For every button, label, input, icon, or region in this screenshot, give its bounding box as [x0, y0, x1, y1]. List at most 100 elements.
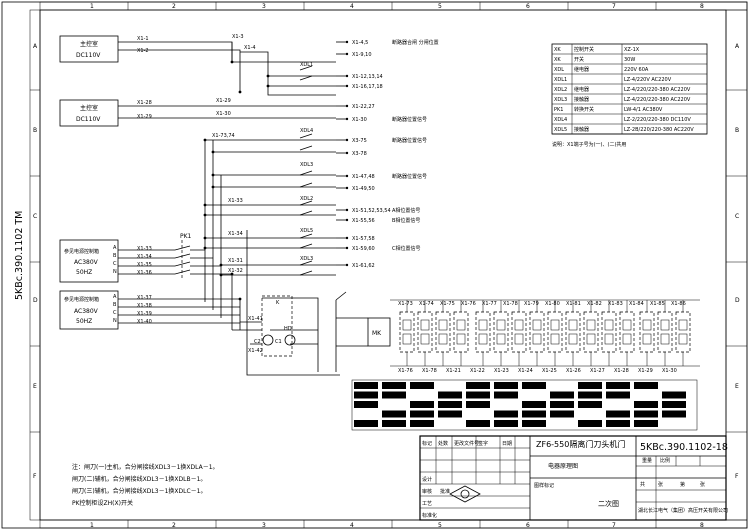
- wiring-table-cell: [634, 410, 658, 418]
- table-cell: XK: [554, 57, 561, 63]
- top-ruler: [39, 1, 748, 11]
- relay-label: XDL5: [300, 228, 313, 234]
- title-block-label: 工艺: [422, 501, 432, 507]
- strip-terminal-label: X1-30: [662, 368, 677, 374]
- drawing-subtitle: 二次图: [598, 499, 619, 508]
- wiring-table-cell: [466, 382, 490, 389]
- wire-junction: [203, 138, 207, 142]
- strip-terminal-label: X1-75: [440, 301, 455, 307]
- terminal-strip: [493, 300, 509, 366]
- motor-part: HD: [284, 326, 292, 332]
- terminal-strip: [583, 300, 599, 366]
- wiring-table-cell: [354, 420, 378, 427]
- col-number: 6: [526, 3, 530, 10]
- relay-label: XDL3: [300, 162, 313, 168]
- wiring-table-cell: [438, 401, 462, 408]
- ruler-ticks: [30, 2, 747, 528]
- mk-box: [367, 317, 391, 347]
- wiring-table-cell: [410, 420, 434, 427]
- terminal-strip: [399, 300, 415, 366]
- wire-junction: [238, 90, 242, 94]
- wiring-table-cell: [578, 382, 602, 389]
- wiring-table-cell: [410, 382, 434, 389]
- row-letters: A B C D E F A B C D E F: [33, 43, 740, 480]
- col-number: 2: [172, 522, 176, 529]
- table-cell: PK1: [554, 107, 563, 113]
- terminal-label: X1-30: [216, 111, 231, 117]
- terminal-label: X1-34: [228, 231, 243, 237]
- output-terminal: X1-55,56: [352, 218, 375, 224]
- col-number: 5: [438, 522, 442, 529]
- title-block-label: 共: [640, 481, 645, 488]
- strip-terminal-label: X1-86: [671, 301, 686, 307]
- strip-terminal-label: X1-73: [398, 301, 413, 307]
- table-cell: 开关: [574, 56, 584, 63]
- terminal-label: X1-31: [228, 258, 243, 264]
- wiring-table-cell: [382, 382, 406, 389]
- strip-terminal-label: X1-80: [545, 301, 560, 307]
- column-numbers: 1 2 3 4 5 6 7 8 1 2 3 4 5 6 7 8: [90, 3, 704, 529]
- source-box-4: 参见电源控制箱 AC380V 50HZ A B C N: [59, 290, 119, 330]
- output-terminal: X1-47,48: [352, 174, 375, 180]
- strip-terminal-label: X1-76: [461, 301, 476, 307]
- output-description: A相位置信号: [392, 207, 420, 214]
- wiring-table-cell: [494, 410, 518, 418]
- switch-label: PK1: [180, 233, 192, 240]
- terminal-label: X1-41: [248, 316, 263, 322]
- wiring-table-cell: [494, 391, 518, 399]
- terminal-label: X1-35: [137, 262, 152, 268]
- wire-junction: [203, 203, 207, 207]
- terminal-label: X1-40: [137, 319, 152, 325]
- row-letter: E: [735, 383, 739, 390]
- output-description: B相位置信号: [392, 217, 420, 224]
- table-cell: XDL1: [554, 77, 567, 83]
- table-cell: 220V 60A: [624, 67, 649, 73]
- wiring-table-cell: [522, 420, 546, 427]
- output-row: X1-61,62: [336, 263, 375, 269]
- strip-terminal-label: X1-77: [482, 301, 497, 307]
- wiring-table-cell: [662, 391, 686, 399]
- wire-junction: [211, 185, 215, 189]
- wire-junction: [238, 297, 242, 301]
- title-block-label: 张: [700, 481, 705, 488]
- wiring-table-cell: [522, 401, 546, 408]
- table-cell: 接触器: [574, 126, 589, 133]
- source-terminals: X1-1 X1-2 X1-28 X1-29 X1-33 X1-34 X1-35 …: [137, 36, 152, 325]
- row-letter: F: [735, 473, 739, 480]
- row-letter: C: [735, 213, 739, 220]
- wiring-table-cell: [354, 382, 378, 389]
- cap-label: C1: [275, 339, 282, 345]
- strip-terminal-label: X1-26: [566, 368, 581, 374]
- wiring-table-cell: [410, 401, 434, 408]
- bus-terminals: X1-3 X1-4 X1-29 X1-30 X1-73,74 X1-33 X1-…: [212, 34, 263, 354]
- output-terminal: X1-22,27: [352, 104, 375, 110]
- table-note: 说明：X1端子号为(一)、(二)共用: [552, 141, 626, 148]
- bottom-ruler: [39, 519, 748, 529]
- table-cell: 转换开关: [574, 106, 594, 113]
- output-terminal: X1-30: [352, 117, 367, 123]
- wiring-table-cell: [550, 410, 574, 418]
- row-letter: A: [33, 43, 38, 50]
- source-sub: DC110V: [76, 116, 101, 123]
- col-number: 4: [350, 3, 354, 10]
- wiring-table-cell: [438, 391, 462, 399]
- table-cell: 继电器: [574, 86, 589, 93]
- wiring-table-cell: [382, 391, 406, 399]
- output-row: X1-9,10: [336, 52, 372, 58]
- col-number: 7: [612, 3, 616, 10]
- company-logo: [449, 485, 481, 503]
- phase-label: A: [113, 245, 117, 251]
- wire-junction: [203, 236, 207, 240]
- strip-terminal-label: X1-76: [398, 368, 413, 374]
- strip-terminal-label: X1-24: [518, 368, 533, 374]
- strip-terminal-label: X1-84: [629, 301, 644, 307]
- strip-terminal-label: X1-83: [608, 301, 623, 307]
